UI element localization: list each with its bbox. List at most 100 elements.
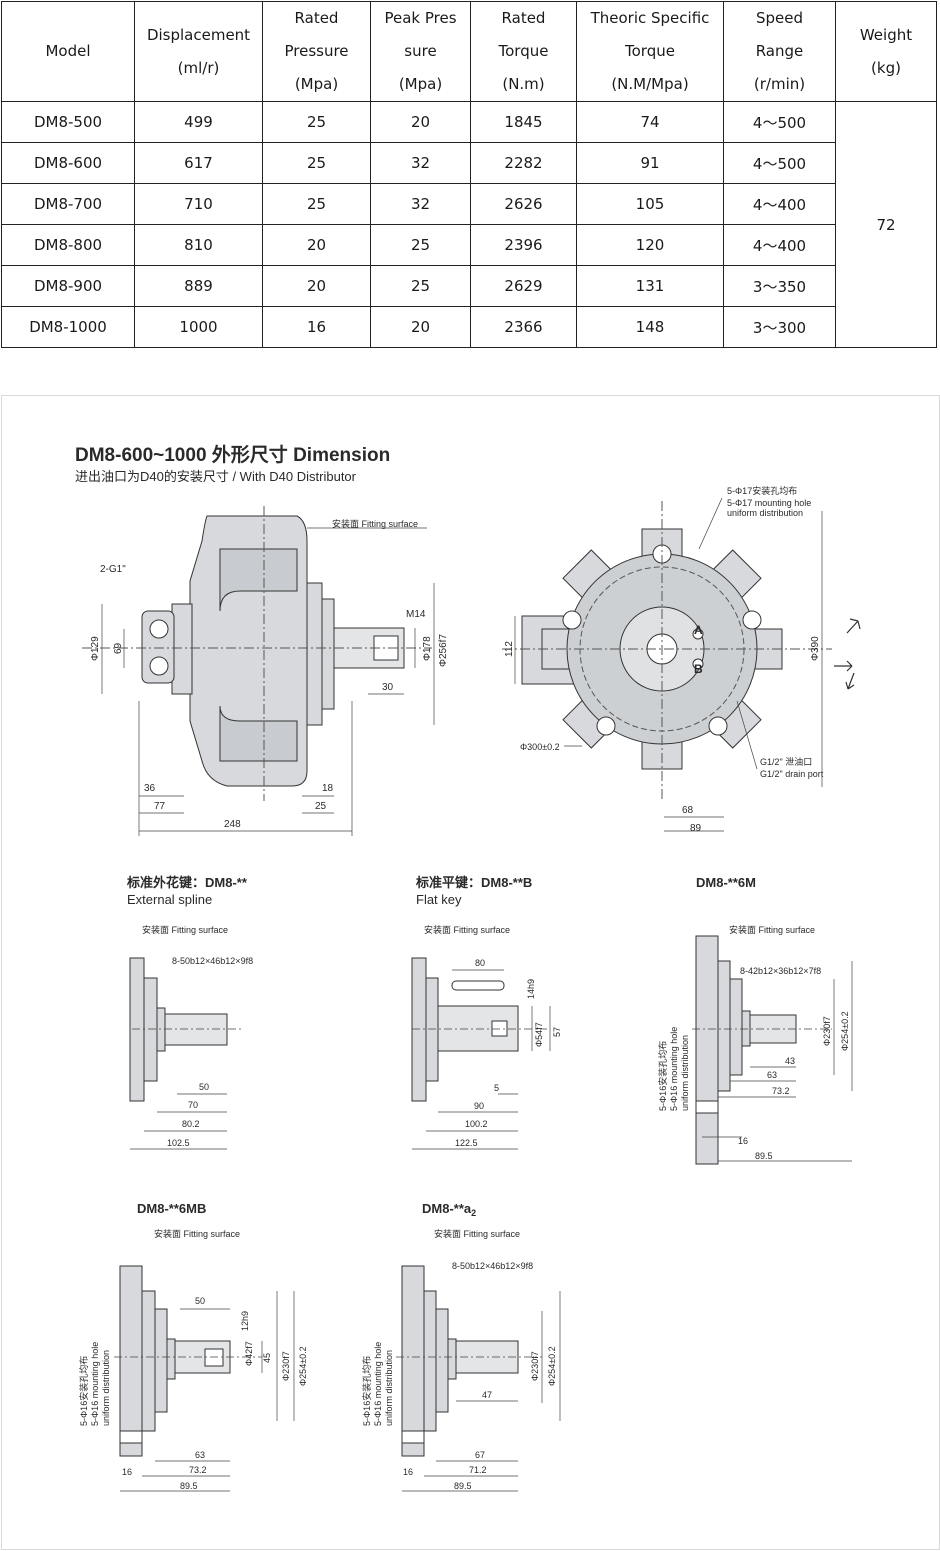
cell-displacement: 617 [134,142,263,184]
dim-5: 5 [494,1083,499,1093]
cell-rated-torque: 2626 [470,183,577,225]
mb6-holes-en: 5-Φ16 mounting hole [90,1342,100,1426]
cell-model: DM8-900 [1,265,135,307]
m6-spline-spec: 8-42b12×36b12×7f8 [740,966,821,976]
dimension-lines [412,969,551,1150]
spline-title-cn: 标准外花键：DM8-** [126,875,248,890]
cell-displacement: 810 [134,224,263,266]
table-row: DM8-800 810 20 25 2396 120 4～400 [1,224,937,266]
dimension-drawing: DM8-600~1000 外形尺寸 Dimension 进出油口为D40的安装尺… [75,443,861,1492]
cell-speed-range: 3～300 [723,306,836,348]
cell-speed-range: 4～500 [723,101,836,143]
dim-129: Φ129 [90,636,101,661]
a2-title: DM8-**a2 [422,1201,476,1218]
m6-title: DM8-**6M [696,875,756,890]
dim-230: Φ230f7 [822,1016,832,1046]
dim-50: 50 [199,1082,209,1092]
dim-12h9: 12h9 [240,1311,250,1331]
cell-peak-pressure: 25 [370,224,471,266]
a2-holes-en2: uniform distribution [384,1350,394,1426]
dim-300: Φ300±0.2 [520,742,560,752]
dimension-lines [130,1028,242,1150]
cell-rated-torque: 2282 [470,142,577,184]
cell-rated-torque: 2629 [470,265,577,307]
spline-spec: 8-50b12×46b12×9f8 [172,956,253,966]
cell-peak-pressure: 25 [370,265,471,307]
dimension-lines [114,1291,295,1492]
dimension-panel: DM8-600~1000 外形尺寸 Dimension 进出油口为D40的安装尺… [1,395,940,1550]
dim-89-5: 89.5 [454,1481,472,1491]
mb6-holes-en2: uniform distribution [101,1350,111,1426]
port-a-label: A [694,623,703,637]
cell-weight: 72 [835,101,937,348]
dim-57: 57 [552,1027,562,1037]
dim-80-2: 80.2 [182,1119,200,1129]
dim-16: 16 [738,1136,748,1146]
dim-70: 70 [188,1100,198,1110]
cell-rated-torque: 1845 [470,101,577,143]
table-row: DM8-600 617 25 32 2282 91 4～500 [1,142,937,184]
dim-30: 30 [382,682,394,693]
dim-14h9: 14h9 [526,979,536,999]
port-label: 2-G1" [100,564,126,575]
a2-holes-cn: 5-Φ16安装孔均布 [361,1356,372,1426]
dim-80: 80 [475,958,485,968]
dim-68: 68 [682,805,694,816]
dim-18: 18 [322,783,334,794]
cell-specific-torque: 120 [576,224,724,266]
mb6-holes-cn: 5-Φ16安装孔均布 [78,1356,89,1426]
cell-model: DM8-600 [1,142,135,184]
dim-73-2: 73.2 [772,1086,790,1096]
fitting-surface-label: 安装面 Fitting surface [142,924,228,935]
dim-89: 89 [690,823,702,834]
dim-43: 43 [785,1056,795,1066]
dim-77: 77 [154,801,166,812]
dim-47: 47 [482,1390,492,1400]
fitting-surface-label: 安装面 Fitting surface [332,518,418,529]
cell-peak-pressure: 20 [370,306,471,348]
flatkey-title-en: Flat key [416,892,462,907]
spline-title-en: External spline [127,892,212,907]
dim-178: Φ178 [422,636,433,661]
dim-89-5: 89.5 [180,1481,198,1491]
table-row: DM8-500 499 25 20 1845 74 4～500 72 [1,101,937,348]
cell-specific-torque: 74 [576,101,724,143]
cell-rated-pressure: 25 [262,183,371,225]
dim-42f7: Φ42f7 [244,1341,254,1366]
dim-256: Φ256f7 [438,634,449,667]
cell-model: DM8-700 [1,183,135,225]
dim-63: 63 [195,1450,205,1460]
table-row: DM8-700 710 25 32 2626 105 4～400 [1,183,937,225]
cell-rated-torque: 2396 [470,224,577,266]
a2-shaft-drawing [401,1265,519,1457]
dim-16: 16 [122,1467,132,1477]
spline-shaft-drawing [129,957,228,1102]
dim-36: 36 [144,783,156,794]
fitting-surface-label: 安装面 Fitting surface [154,1228,240,1239]
dim-90: 90 [474,1101,484,1111]
cell-rated-pressure: 25 [262,142,371,184]
dim-100-2: 100.2 [465,1119,488,1129]
cell-rated-pressure: 20 [262,224,371,266]
cell-model: DM8-800 [1,224,135,266]
dimension-lines [396,1291,561,1492]
cell-specific-torque: 131 [576,265,724,307]
dim-50: 50 [195,1296,205,1306]
dimension-subtitle: 进出油口为D40的安装尺寸 / With D40 Distributor [75,469,357,484]
flatkey-title-cn: 标准平键：DM8-**B [415,875,532,890]
dimension-lines [692,961,853,1162]
cell-speed-range: 4～400 [723,224,836,266]
dim-112: 112 [504,641,515,657]
cell-model: DM8-1000 [1,306,135,348]
cell-specific-torque: 105 [576,183,724,225]
cell-peak-pressure: 32 [370,183,471,225]
mb6-title: DM8-**6MB [137,1201,206,1216]
cell-displacement: 710 [134,183,263,225]
dim-390: Φ390 [810,636,821,661]
cell-speed-range: 4～400 [723,183,836,225]
m6-holes-en2: uniform distribution [680,1035,690,1111]
holes-label-cn: 5-Φ17安装孔均布 [727,485,797,496]
